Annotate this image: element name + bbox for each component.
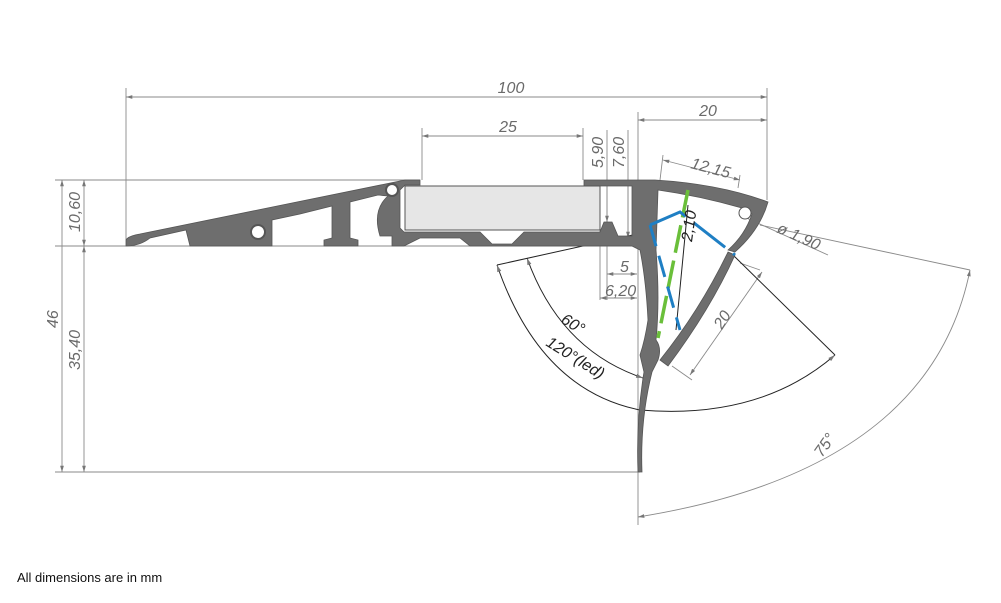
dim-20-led: 20 bbox=[710, 308, 734, 333]
dim-5-90: 5,90 bbox=[590, 137, 607, 168]
dim-25: 25 bbox=[498, 119, 517, 136]
dim-46: 46 bbox=[45, 310, 62, 328]
profile-section bbox=[125, 179, 769, 473]
dim-7-60: 7,60 bbox=[611, 137, 628, 168]
angle-120-led: 120°(led) bbox=[543, 334, 607, 383]
dim-12-15: 12,15 bbox=[689, 155, 732, 182]
angle-60: 60° bbox=[558, 311, 588, 339]
extension-lines bbox=[55, 88, 768, 525]
angle-75: 75° bbox=[811, 430, 839, 460]
dim-2-10: 2,10 bbox=[679, 209, 700, 243]
dim-10-60: 10,60 bbox=[67, 192, 84, 232]
dim-100: 100 bbox=[498, 80, 525, 97]
led-beam-lines bbox=[648, 189, 736, 339]
dim-6-20: 6,20 bbox=[605, 283, 636, 300]
dim-35-40: 35,40 bbox=[67, 330, 84, 370]
insert-strip bbox=[404, 185, 601, 231]
dim-5: 5 bbox=[620, 259, 629, 276]
dim-20-top: 20 bbox=[698, 103, 717, 120]
dim-diameter: ø 1,90 bbox=[774, 220, 822, 254]
dimension-lines bbox=[60, 95, 971, 472]
units-note: All dimensions are in mm bbox=[17, 570, 163, 585]
